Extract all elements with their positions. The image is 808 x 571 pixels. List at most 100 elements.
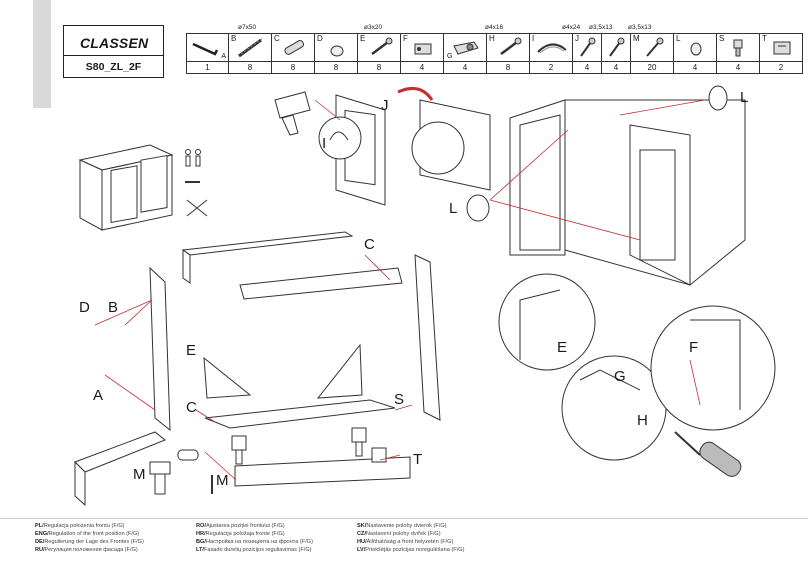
footer-line: PL/Regulacja położenia frontu (F/G)	[35, 523, 125, 529]
part-cell: L	[673, 33, 717, 62]
screw-icon	[500, 37, 522, 55]
part-cell: T	[759, 33, 803, 62]
header-divider	[64, 55, 163, 56]
drill-icon	[274, 91, 311, 136]
leg-icon	[733, 39, 743, 57]
part-cell: J	[572, 33, 602, 62]
sidebar-strip	[33, 0, 51, 108]
qty-cell: 8	[357, 61, 401, 74]
footer-line: HR/Regulacija položaja fronte (F/G)	[196, 531, 285, 537]
footer-line: SK/Nastavenie polohy dvierok (F/G)	[357, 523, 447, 529]
screw-icon	[646, 37, 664, 57]
footer-line: LT/Fasado durelių pozicijos reguliavimas…	[196, 547, 312, 553]
size-e: ø3x20	[364, 24, 383, 31]
footer-col-1: PL/Regulacja położenia frontu (F/G) ENG/…	[35, 522, 144, 554]
bumper-icon	[466, 194, 490, 222]
detail-e	[498, 273, 596, 371]
part-sub: G	[447, 53, 453, 60]
size-b: ø7x50	[238, 24, 257, 31]
header-box: CLASSEN S80_ZL_2F	[63, 25, 164, 78]
side-panel-left	[149, 266, 171, 432]
part-letter: L	[676, 34, 681, 43]
label-t: T	[413, 451, 423, 468]
part-letter: M	[633, 34, 640, 43]
bumper-icon	[708, 85, 728, 111]
label-g: G	[614, 368, 626, 385]
part-letter: J	[575, 34, 579, 43]
part-cell: S	[716, 33, 760, 62]
label-d: D	[79, 299, 90, 316]
part-letter: H	[489, 34, 495, 43]
rotate-arrow	[397, 86, 434, 101]
bottom-shelf	[204, 399, 396, 429]
hinge-icon	[414, 43, 432, 55]
dowel-icon	[284, 40, 305, 55]
part-cell	[601, 33, 631, 62]
leg-icon	[231, 427, 387, 465]
part-cell: B	[228, 33, 272, 62]
part-letter: D	[317, 34, 323, 43]
label-c: C	[186, 399, 197, 416]
parts-qty-row: 1 8 8 8 8 4 4 8 2 4 4 20 4 4 2	[186, 61, 803, 74]
screw-icon	[580, 37, 596, 57]
part-cell: C	[271, 33, 315, 62]
label-i: I	[322, 135, 327, 152]
size-j: ø4x24	[562, 24, 581, 31]
label-l: L	[740, 89, 749, 106]
handle-detail	[411, 121, 465, 175]
footer-line: LV/Priekšējās pozīcijas noregulēšana (F/…	[357, 547, 465, 553]
corner-bracket	[203, 356, 252, 399]
model-code: S80_ZL_2F	[85, 61, 142, 73]
parts-table: A B C D E F G H I J M L S T	[186, 33, 803, 74]
qty-cell: 4	[400, 61, 444, 74]
hinge-plate-icon	[453, 41, 479, 55]
corner-bracket	[316, 343, 363, 399]
cabinet-assembled	[509, 99, 746, 286]
part-letter: E	[360, 34, 366, 43]
brand-logo: CLASSEN	[80, 35, 149, 51]
qty-cell: 4	[601, 61, 631, 74]
person-icon	[195, 149, 201, 155]
footer-line: DE/Regulierung der Lage des Frontes (F/G…	[35, 539, 144, 545]
part-cell: G	[443, 33, 487, 62]
size-k: ø3,5x13	[589, 24, 613, 31]
label-e: E	[557, 339, 568, 356]
footer-divider	[0, 518, 808, 519]
bumper-icon	[690, 42, 702, 56]
label-s: S	[394, 391, 405, 408]
nut-icon	[330, 45, 344, 57]
handle-zoom	[318, 116, 362, 160]
top-rail	[181, 231, 354, 256]
footer-line: BG/Настройка на позицията на фронта (F/G…	[196, 539, 313, 545]
label-c: C	[364, 236, 375, 253]
label-a: A	[93, 387, 104, 404]
size-m: ø3,5x13	[628, 24, 652, 31]
size-h: ø4x16	[485, 24, 504, 31]
part-letter: C	[274, 34, 280, 43]
cabinet-preview	[78, 144, 174, 231]
part-letter: S	[719, 34, 725, 43]
handle-icon	[537, 43, 567, 54]
detail-f	[650, 305, 776, 431]
label-f: F	[689, 339, 699, 356]
label-j: J	[381, 97, 389, 114]
label-b: B	[108, 299, 119, 316]
part-cell: D	[314, 33, 358, 62]
label-h: H	[637, 412, 648, 429]
part-letter: T	[762, 34, 767, 43]
screw-icon	[609, 37, 625, 57]
qty-cell: 2	[759, 61, 803, 74]
part-letter: I	[532, 34, 535, 43]
label-e: E	[186, 342, 197, 359]
footer-line: CZ/Nastavení polohy dvířek (F/G)	[357, 531, 441, 537]
part-cell: I	[529, 33, 573, 62]
qty-cell: 4	[443, 61, 487, 74]
person-icon	[185, 149, 191, 155]
parts-icon-row: A B C D E F G H I J M L S T	[186, 33, 803, 62]
screw-icon	[371, 37, 393, 55]
qty-cell: 20	[630, 61, 674, 74]
footer-line: ENG/Regulation of the front position (F/…	[35, 531, 140, 537]
screwdriver-icon	[674, 431, 701, 456]
footer-col-2: RO/Ajustarea poziției frontului (F/G) HR…	[196, 522, 313, 554]
